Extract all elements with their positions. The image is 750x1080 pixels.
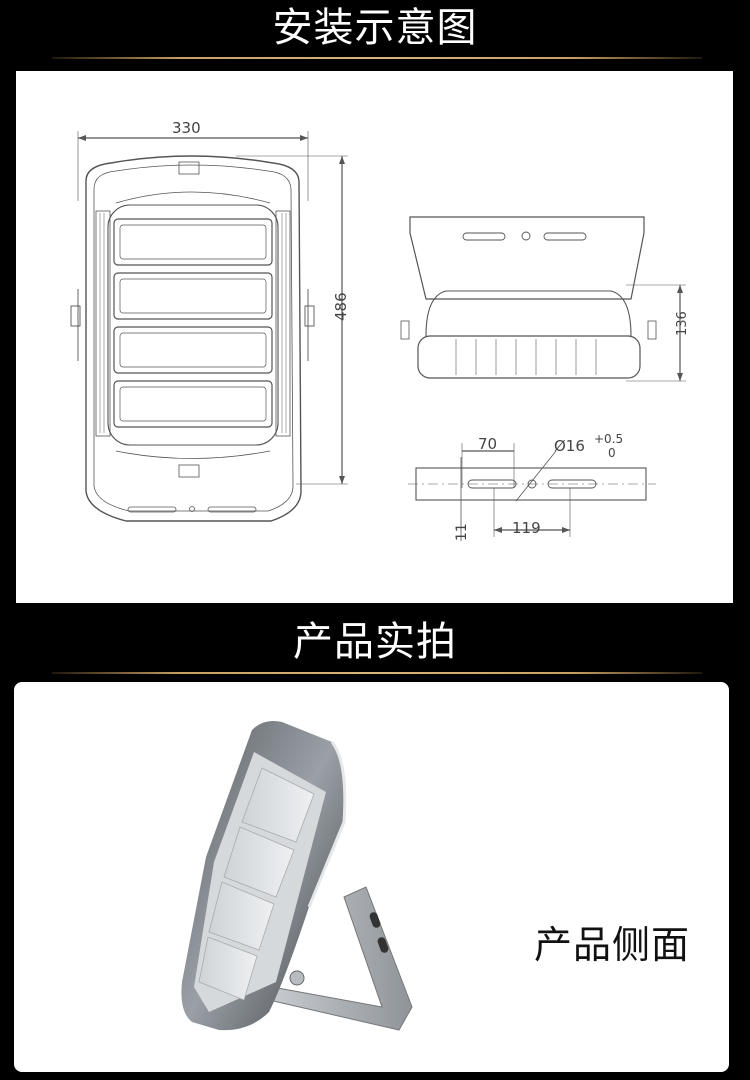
bracket-height-dimension: 11: [454, 523, 470, 541]
bracket-width-dimension: 119: [512, 519, 541, 537]
installation-drawing-panel: 330 486 136 70 Ø16 +0.5 0 119 11: [16, 71, 733, 603]
side-height-dimension: 136: [675, 311, 690, 336]
product-photo-panel: 产品侧面: [14, 682, 729, 1072]
front-width-dimension: 330: [172, 119, 201, 137]
hole-diameter-dimension: Ø16: [554, 437, 585, 455]
product-photo: [181, 721, 413, 1031]
hole-tolerance-upper: +0.5: [594, 432, 623, 446]
bracket-spacing-dimension: 70: [478, 435, 497, 453]
title-divider: [52, 57, 702, 59]
installation-drawing: 330 486 136 70 Ø16 +0.5 0 119 11: [70, 119, 690, 541]
install-diagram-title: 安装示意图: [272, 5, 478, 51]
product-photos-title: 产品实拍: [293, 619, 457, 665]
photo-caption: 产品侧面: [534, 923, 691, 967]
hole-tolerance-lower: 0: [608, 446, 616, 460]
photos-divider: [52, 672, 702, 674]
front-height-dimension: 486: [332, 292, 350, 321]
